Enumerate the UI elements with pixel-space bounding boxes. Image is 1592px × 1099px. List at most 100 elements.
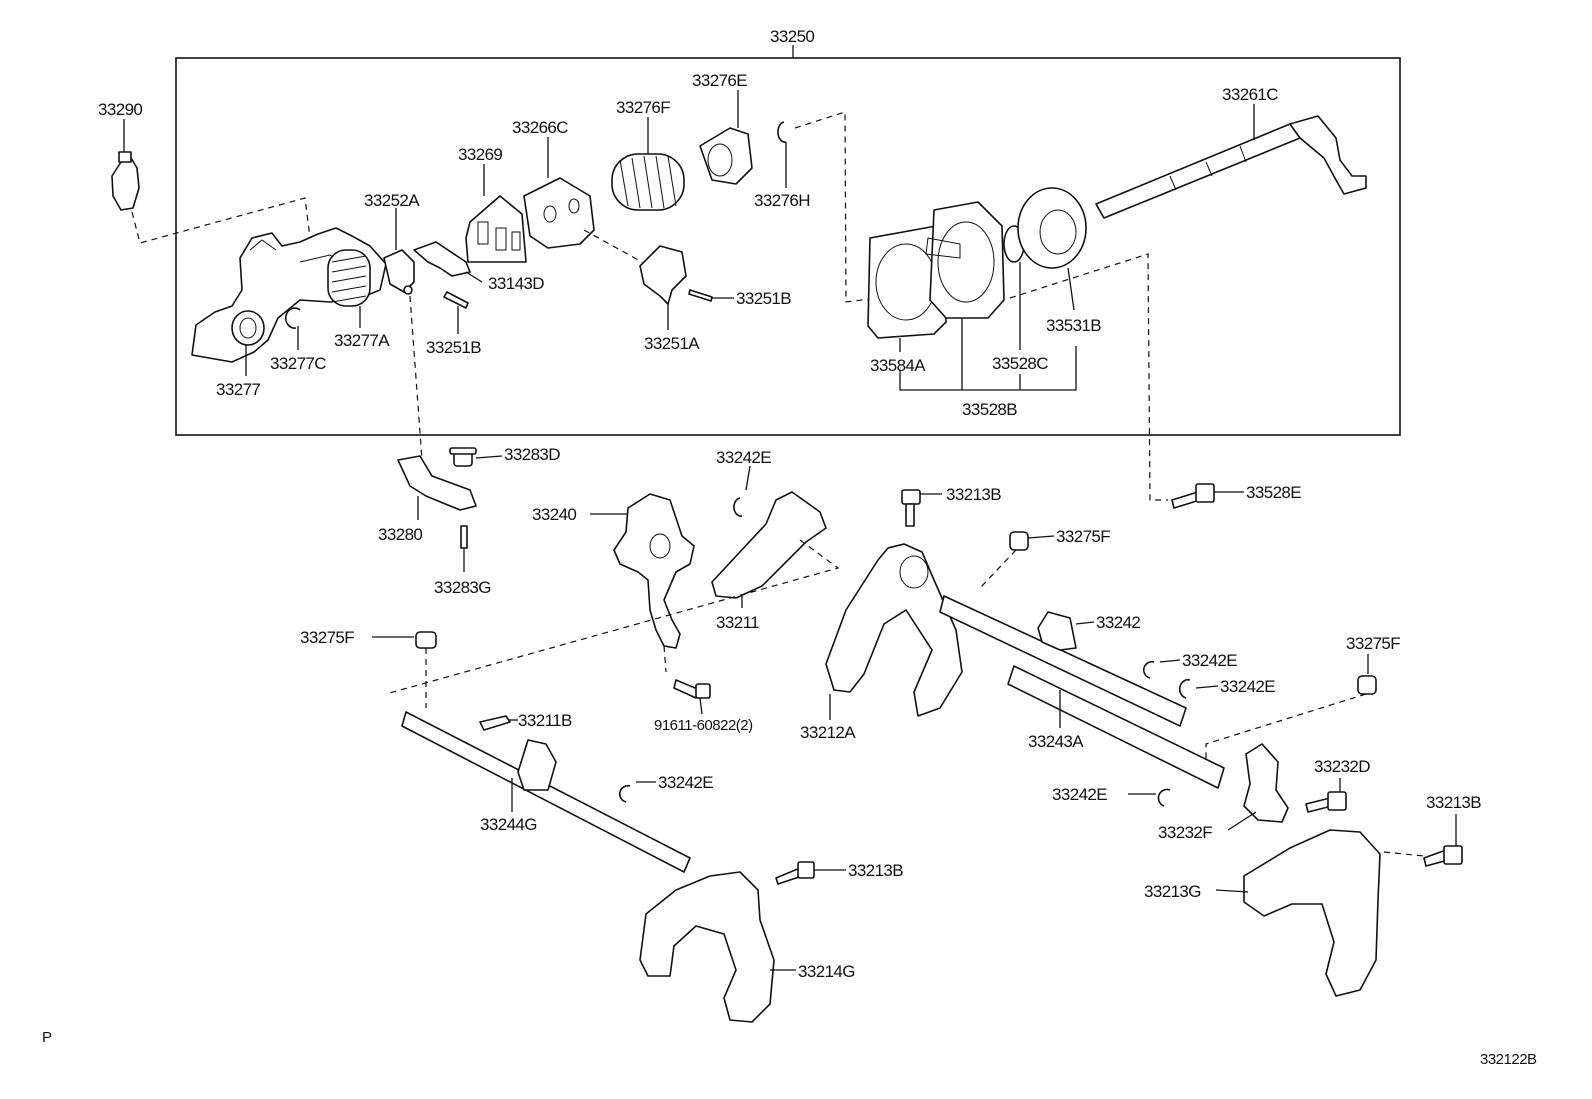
label-33143D: 33143D	[488, 274, 544, 293]
label-33243A: 33243A	[1028, 732, 1084, 751]
label-33251A: 33251A	[644, 334, 700, 353]
label-33528B: 33528B	[962, 400, 1017, 419]
label-33242E-4: 33242E	[658, 773, 713, 792]
label-33242E-3: 33242E	[1052, 785, 1107, 804]
label-33213B-top: 33213B	[946, 485, 1001, 504]
label-33211: 33211	[716, 613, 759, 632]
part-33251A-lever	[639, 245, 687, 305]
part-33276E-sleeve	[699, 127, 753, 185]
part-33244G-shaft	[401, 711, 691, 873]
label-33290: 33290	[98, 100, 142, 119]
part-33243A-shaft	[1007, 665, 1225, 789]
label-33277A: 33277A	[334, 331, 390, 350]
part-33242E-clip-3	[1157, 788, 1171, 807]
part-33242E-clip-1	[1142, 660, 1155, 679]
label-33275F-left: 33275F	[300, 628, 354, 647]
dash-33252A	[409, 295, 423, 461]
part-33232F-bracket	[1243, 743, 1289, 823]
label-33232D: 33232D	[1314, 757, 1370, 776]
label-33242E-1: 33242E	[1182, 651, 1237, 670]
label-33252A: 33252A	[364, 191, 420, 210]
label-33528C: 33528C	[992, 354, 1048, 373]
part-33283G-pin	[460, 525, 468, 549]
part-33290-switch	[111, 151, 140, 211]
part-33275F-plug-right	[1357, 675, 1377, 695]
part-33266C-block	[523, 177, 595, 249]
part-33242-shaft	[939, 595, 1187, 727]
label-33283G: 33283G	[434, 578, 491, 597]
label-33280: 33280	[378, 525, 422, 544]
label-33251B-left: 33251B	[426, 338, 481, 357]
part-33275F-plug-left	[415, 631, 437, 649]
label-33275F-right: 33275F	[1346, 634, 1400, 653]
leader-lines	[123, 90, 1457, 971]
label-33240: 33240	[532, 505, 576, 524]
part-33213B-bolt-lower	[775, 861, 815, 885]
label-33269: 33269	[458, 145, 502, 164]
part-33212A-fork	[825, 543, 963, 717]
part-33261C-shaft	[1095, 115, 1367, 219]
part-33211-lever	[711, 491, 827, 599]
part-33242E-clip-2	[1178, 678, 1191, 699]
group-label: 33250	[770, 27, 814, 46]
part-33251B-pin-left	[443, 291, 469, 309]
part-33251B-pin-right	[688, 289, 713, 302]
label-33277: 33277	[216, 380, 260, 399]
label-33276H: 33276H	[754, 191, 810, 210]
label-33242E-2: 33242E	[1220, 677, 1275, 696]
label-33528E: 33528E	[1246, 483, 1301, 502]
label-33211B: 33211B	[518, 711, 572, 730]
part-retainer-housing	[925, 201, 1005, 319]
label-33213B-lower: 33213B	[848, 861, 903, 880]
label-33275F-center: 33275F	[1056, 527, 1110, 546]
label-33242E-top: 33242E	[716, 448, 771, 467]
assembly-group-box	[175, 57, 1401, 436]
dash-33531B	[1009, 253, 1168, 501]
part-33275F-plug-upper	[1009, 531, 1029, 551]
part-33276H-clip	[777, 121, 787, 143]
dash-33290	[131, 197, 311, 244]
part-33283D-plug	[449, 447, 477, 467]
part-33269-plate	[465, 195, 527, 263]
part-33528E-bolt	[1171, 483, 1215, 509]
label-33212A: 33212A	[800, 723, 856, 742]
label-33213B-right: 33213B	[1426, 793, 1481, 812]
label-33242: 33242	[1096, 613, 1140, 632]
dash-33213B-right	[1383, 851, 1425, 857]
part-33276F-spring	[611, 153, 685, 211]
part-33213G-fork	[1243, 829, 1381, 997]
part-33240-lever	[613, 493, 695, 649]
part-33252A-lever	[383, 249, 415, 295]
part-33531B-cover	[1017, 187, 1087, 269]
label-33251B-right: 33251B	[736, 289, 791, 308]
part-33277A-spring	[327, 249, 371, 307]
label-33584A: 33584A	[870, 356, 926, 375]
part-33242E-clip-upper	[733, 497, 743, 517]
part-33277-bush	[231, 310, 265, 346]
part-33277C-ring	[284, 307, 301, 329]
dash-33266C	[583, 229, 643, 263]
label-33276E: 33276E	[692, 71, 747, 90]
part-33213B-bolt-right	[1423, 845, 1463, 867]
part-33211B-pin	[479, 715, 511, 731]
part-33242E-clip-4	[618, 784, 631, 803]
part-33213B-bolt-upper	[901, 489, 921, 527]
dash-33211	[385, 539, 840, 695]
label-33261C: 33261C	[1222, 85, 1278, 104]
part-33143D-plate	[413, 241, 471, 277]
label-91611: 91611-60822(2)	[654, 717, 753, 734]
dash-33240	[663, 645, 667, 673]
label-33214G: 33214G	[798, 962, 855, 981]
part-91611-bolt	[673, 679, 711, 699]
diagram-code: 332122B	[1480, 1051, 1537, 1068]
dash-33275F-upper	[979, 549, 1017, 589]
label-33213G: 33213G	[1144, 882, 1201, 901]
label-33244G: 33244G	[480, 815, 537, 834]
label-33283D: 33283D	[504, 445, 560, 464]
label-33276F: 33276F	[616, 98, 670, 117]
page-marker: P	[42, 1029, 52, 1046]
part-33280-lever	[397, 455, 477, 511]
label-33232F: 33232F	[1158, 823, 1212, 842]
